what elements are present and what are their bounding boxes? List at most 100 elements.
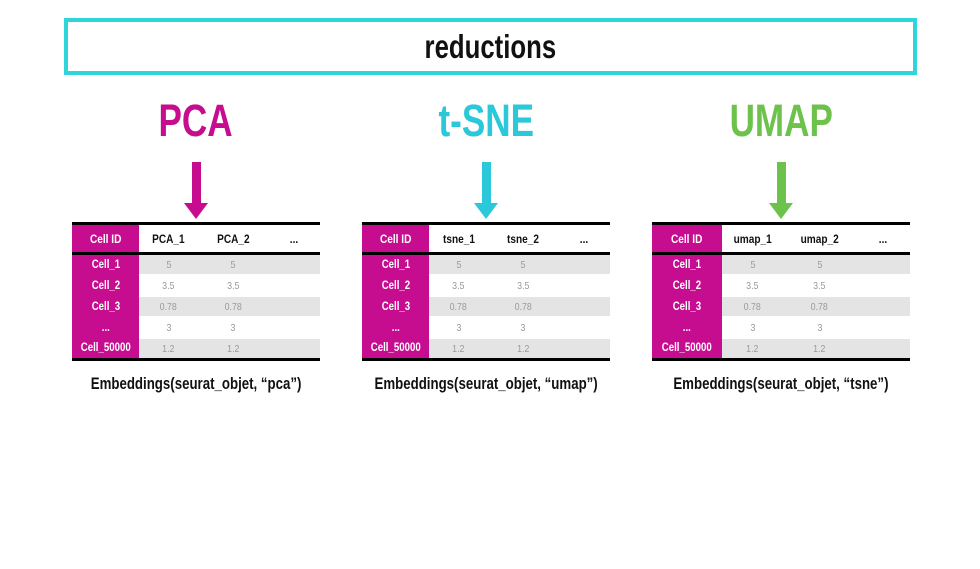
down-arrow-icon bbox=[474, 145, 498, 221]
value-cell bbox=[557, 317, 610, 339]
dim2-header: tsne_2 bbox=[488, 223, 558, 255]
arrow-head bbox=[474, 203, 498, 219]
value-cell: 5 bbox=[428, 253, 489, 276]
row-label-cell: ... bbox=[362, 317, 429, 338]
value-cell: 3.5 bbox=[488, 275, 558, 297]
cell-id-header: Cell ID bbox=[652, 223, 722, 255]
page-title: reductions bbox=[424, 27, 556, 65]
value-cell: 3.5 bbox=[428, 275, 489, 297]
value-cell: 3 bbox=[783, 317, 856, 339]
value-cell: 5 bbox=[783, 253, 856, 276]
row-label-cell: Cell_50000 bbox=[652, 338, 722, 360]
down-arrow-icon bbox=[184, 145, 208, 221]
value-cell bbox=[855, 275, 910, 297]
value-cell: 1.2 bbox=[138, 338, 199, 361]
row-label-cell: ... bbox=[652, 317, 722, 338]
dim1-header: PCA_1 bbox=[138, 223, 199, 255]
value-cell bbox=[557, 296, 610, 318]
arrow-head bbox=[769, 203, 793, 219]
row-label-cell: Cell_2 bbox=[652, 275, 722, 296]
value-cell: 0.78 bbox=[428, 296, 489, 318]
value-cell: 0.78 bbox=[721, 296, 784, 318]
table-header-row: Cell ID tsne_1 tsne_2 ... bbox=[362, 223, 610, 255]
value-cell: 5 bbox=[198, 253, 268, 276]
down-arrow-icon bbox=[769, 145, 793, 221]
dim2-header: PCA_2 bbox=[198, 223, 268, 255]
value-cell: 3 bbox=[721, 317, 784, 339]
value-cell: 1.2 bbox=[783, 338, 856, 361]
tsne-caption: Embeddings(seurat_objet, “umap”) bbox=[374, 374, 598, 393]
dim1-header: umap_1 bbox=[721, 223, 784, 255]
value-cell: 5 bbox=[138, 253, 199, 276]
value-cell: 0.78 bbox=[138, 296, 199, 318]
value-cell: 1.2 bbox=[488, 338, 558, 361]
row-label-cell: Cell_2 bbox=[362, 275, 429, 296]
value-cell bbox=[267, 338, 320, 361]
ellipsis-header: ... bbox=[267, 223, 320, 255]
table-header-row: Cell ID PCA_1 PCA_2 ... bbox=[72, 223, 320, 255]
pca-caption: Embeddings(seurat_objet, “pca”) bbox=[90, 374, 302, 393]
arrow-shaft bbox=[776, 162, 786, 203]
value-cell: 3.5 bbox=[721, 275, 784, 297]
value-cell: 0.78 bbox=[198, 296, 268, 318]
row-label-cell: Cell_3 bbox=[362, 296, 429, 317]
row-label-cell: Cell_2 bbox=[72, 275, 139, 296]
value-cell: 3.5 bbox=[198, 275, 268, 297]
pca-heading: PCA bbox=[148, 97, 243, 145]
value-cell bbox=[557, 253, 610, 276]
umap-heading-label: UMAP bbox=[729, 95, 833, 146]
value-cell bbox=[855, 296, 910, 318]
slide-canvas: reductions PCA Cell ID PCA_1 PCA_2 ... bbox=[0, 18, 980, 569]
value-cell bbox=[557, 338, 610, 361]
arrow-shaft bbox=[191, 162, 201, 203]
value-cell bbox=[557, 275, 610, 297]
row-label-cell: Cell_3 bbox=[652, 296, 722, 317]
row-label-cell: Cell_3 bbox=[72, 296, 139, 317]
value-cell: 3 bbox=[428, 317, 489, 339]
value-cell: 0.78 bbox=[783, 296, 856, 318]
dim1-header: tsne_1 bbox=[428, 223, 489, 255]
value-cell: 5 bbox=[488, 253, 558, 276]
umap-heading: UMAP bbox=[715, 97, 848, 145]
value-cell: 1.2 bbox=[428, 338, 489, 361]
cell-id-header: Cell ID bbox=[72, 223, 139, 255]
arrow-shaft bbox=[481, 162, 491, 203]
value-cell: 0.78 bbox=[488, 296, 558, 318]
value-cell: 1.2 bbox=[721, 338, 784, 361]
value-cell: 3 bbox=[198, 317, 268, 339]
value-cell: 3 bbox=[138, 317, 199, 339]
cell-id-header: Cell ID bbox=[362, 223, 429, 255]
value-cell bbox=[855, 253, 910, 276]
value-cell bbox=[855, 338, 910, 361]
row-label-cell: Cell_1 bbox=[72, 253, 139, 275]
row-label-cell: ... bbox=[72, 317, 139, 338]
ellipsis-header: ... bbox=[855, 223, 910, 255]
umap-caption: Embeddings(seurat_objet, “tsne”) bbox=[673, 374, 889, 393]
ellipsis-header: ... bbox=[557, 223, 610, 255]
pca-heading-label: PCA bbox=[158, 95, 234, 146]
value-cell: 3 bbox=[488, 317, 558, 339]
value-cell bbox=[267, 317, 320, 339]
value-cell bbox=[267, 275, 320, 297]
row-label-cell: Cell_50000 bbox=[362, 338, 429, 360]
dim2-header: umap_2 bbox=[783, 223, 856, 255]
